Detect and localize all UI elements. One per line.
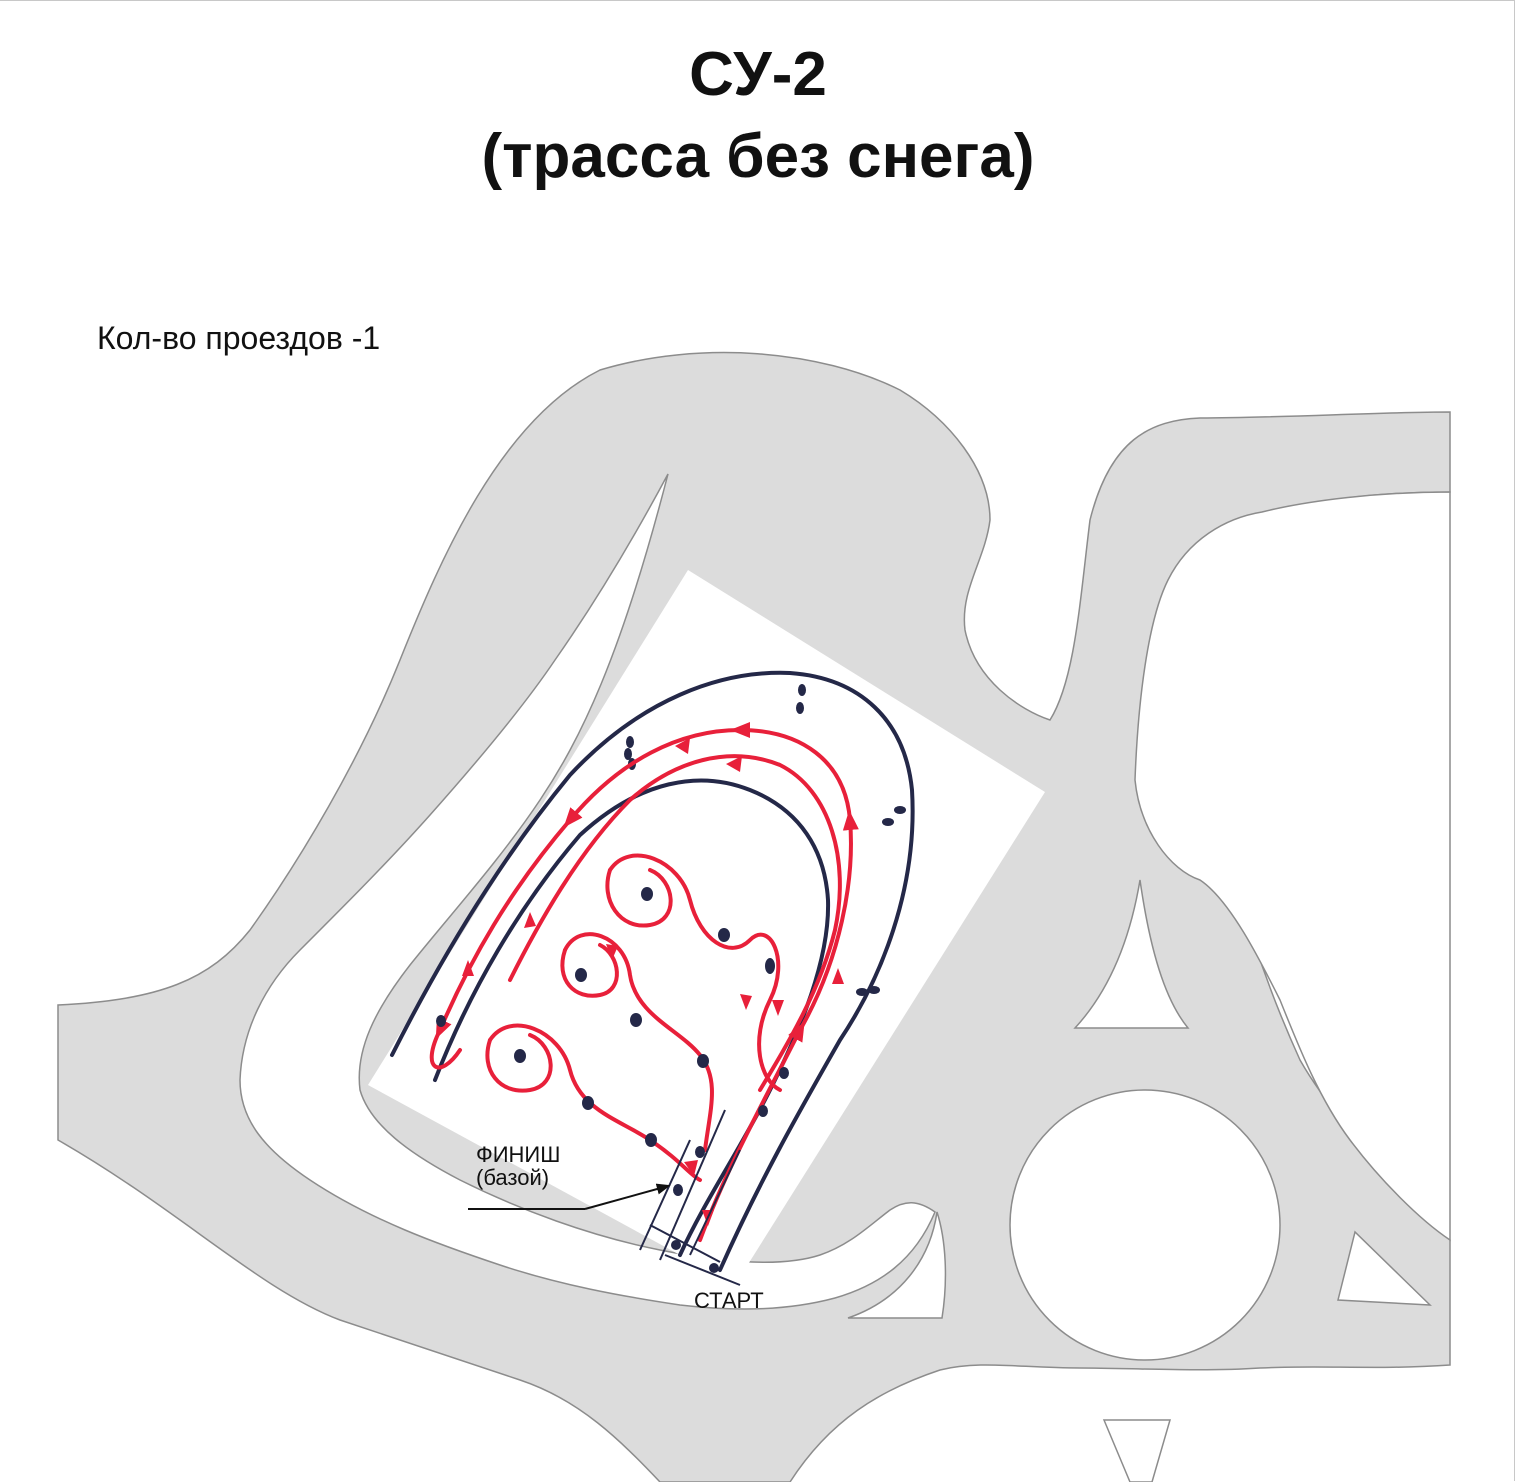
- route-arrow: [462, 960, 474, 976]
- route-slalom-1: [608, 853, 782, 1092]
- cone-dot-icon: [582, 1096, 594, 1110]
- island-d: [1102, 1419, 1171, 1482]
- finish-pointer: [468, 1183, 671, 1210]
- route-arrows: [462, 738, 844, 1226]
- cone-dot-icon: [779, 1067, 789, 1079]
- route-arrow: [675, 738, 690, 754]
- route-arrow: [684, 1160, 698, 1176]
- cone-dot-icon: [894, 806, 906, 814]
- route-loop-1: [605, 868, 673, 928]
- island-c: [1337, 1230, 1432, 1306]
- cone-dot-icon: [856, 988, 868, 996]
- roundabout-center: [1009, 1089, 1281, 1361]
- cone-dot-icon: [630, 1013, 642, 1027]
- gate-line: [664, 1254, 741, 1286]
- finish-label-line1: ФИНИШ: [476, 1142, 561, 1167]
- route-loop-2: [560, 943, 619, 998]
- cone-dot-icon: [624, 748, 632, 760]
- page-title: СУ-2: [689, 40, 827, 109]
- course-cones: [436, 887, 789, 1273]
- route-loop-3: [485, 1033, 553, 1093]
- route-arrow: [524, 912, 536, 928]
- island-b: [1073, 879, 1190, 1029]
- cone-dot-icon: [645, 1133, 657, 1147]
- route-arrow: [832, 968, 844, 984]
- island-f: [1134, 491, 1451, 1242]
- cone-dot-icon: [882, 818, 894, 826]
- cone-dot-icon: [709, 1263, 719, 1273]
- runs-count-label: Кол-во проездов -1: [97, 320, 381, 356]
- cone-dot-icon: [673, 1184, 683, 1196]
- route-arrow: [740, 994, 752, 1010]
- route-outer-lap: [429, 722, 859, 1242]
- gate-line: [659, 1109, 726, 1261]
- start-gates: [639, 1109, 741, 1286]
- finish-pointer-arrow: [584, 1183, 671, 1210]
- cone-dot-icon: [626, 736, 634, 748]
- cone-dot-icon: [575, 968, 587, 982]
- cone-dot-icon: [868, 986, 880, 994]
- cone-dot-icon: [718, 928, 730, 942]
- cone-dot-icon: [758, 1105, 768, 1117]
- cone-dot-icon: [671, 1240, 681, 1250]
- route-arrow: [726, 756, 742, 772]
- route-arrow: [772, 1000, 784, 1016]
- route-slalom-2: [563, 932, 714, 1152]
- cone-dot-icon: [796, 702, 804, 714]
- start-label: СТАРТ: [694, 1288, 764, 1313]
- route-path: [429, 722, 859, 1242]
- page-subtitle: (трасса без снега): [481, 122, 1035, 191]
- finish-label-line2: (базой): [476, 1165, 550, 1191]
- island-e: [847, 1211, 947, 1319]
- island-a: [239, 473, 936, 1310]
- cone-dot-icon: [514, 1049, 526, 1063]
- gate-line: [649, 1224, 721, 1263]
- cone-dot-icon: [695, 1146, 705, 1158]
- cone-dot-icon: [436, 1015, 446, 1027]
- cone-dot-icon: [641, 887, 653, 901]
- gate-line: [639, 1139, 691, 1251]
- cone-dot-icon: [765, 958, 775, 974]
- route-arrow: [606, 944, 618, 960]
- finish-label: ФИНИШ (базой): [476, 1143, 560, 1189]
- cone-dot-icon: [798, 684, 806, 696]
- route-inner-lap: [508, 754, 842, 1092]
- cone-dot-icon: [697, 1054, 709, 1068]
- gate-line: [689, 1149, 741, 1256]
